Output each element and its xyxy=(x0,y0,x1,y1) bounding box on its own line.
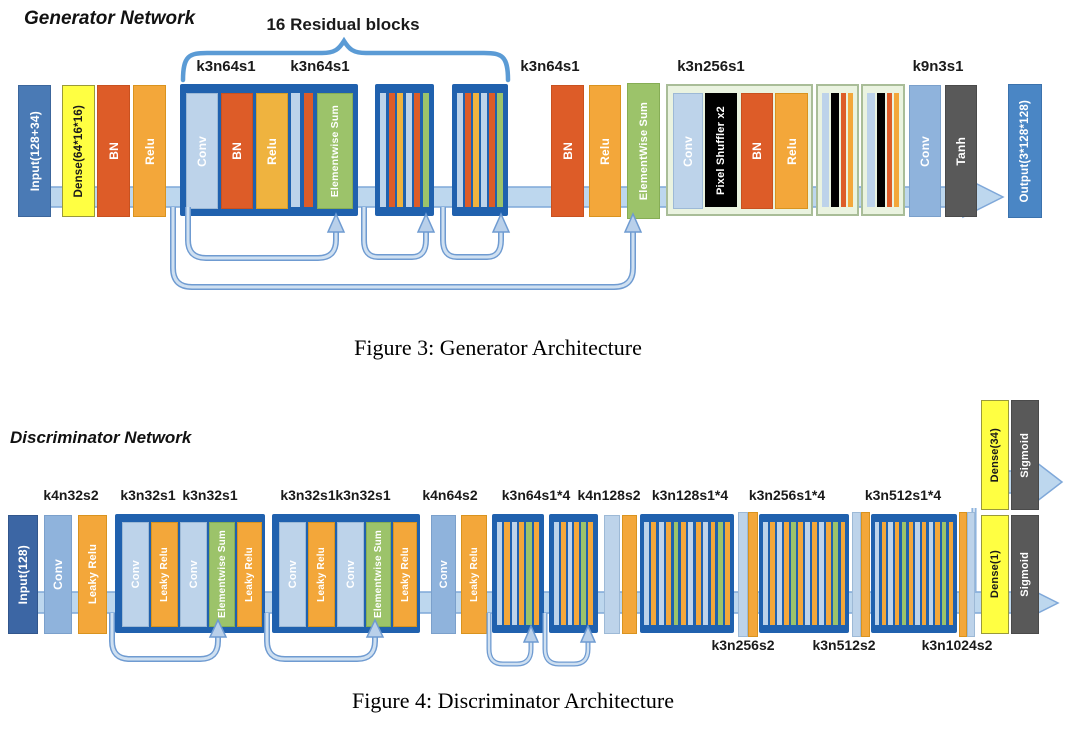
gen-compressed-pixelshuffler-block-1 xyxy=(816,84,859,216)
gen-tanh-block: Tanh xyxy=(945,85,977,217)
disc-sigmoid1-block: Sigmoid xyxy=(1011,515,1039,634)
disc-wide-residual-stack-3 xyxy=(871,514,957,633)
gen-ps-bn-block: BN xyxy=(741,93,773,209)
disc-strided-conv-3 xyxy=(967,512,975,637)
gen-bn-block-2: BN xyxy=(551,85,584,217)
gen-label-k9n3s1: k9n3s1 xyxy=(912,58,964,75)
disc-strided-conv-2 xyxy=(852,512,861,637)
disc-input-block: Input(128) xyxy=(8,515,38,634)
disc-label-k3n32s1-c: k3n32s1 xyxy=(280,487,336,503)
disc-label-k4n32s2: k4n32s2 xyxy=(43,487,99,503)
gen-res-thin-bn-stripe xyxy=(304,93,313,207)
disc-compressed-residual-block-1 xyxy=(492,514,544,633)
disc-residual-container-2: Conv Leaky Relu Conv Elementwise Sum Lea… xyxy=(272,514,420,633)
gen-res-relu-block: Relu xyxy=(256,93,288,209)
disc-residual-container-1: Conv Leaky Relu Conv Elementwise Sum Lea… xyxy=(115,514,265,633)
gen-input-block: Input(128+34) xyxy=(18,85,51,217)
disc-label-k3n1024s2: k3n1024s2 xyxy=(921,637,993,653)
disc-strided-leakyrelu-1 xyxy=(748,512,758,637)
figure4-caption: Figure 4: Discriminator Architecture xyxy=(352,688,674,713)
disc-label-k4n128s2: k4n128s2 xyxy=(577,487,641,503)
gen-res-elementwise-sum-block: Elementwise Sum xyxy=(317,93,353,209)
disc-label-k3n256s1x4: k3n256s1*4 xyxy=(748,487,826,503)
disc-label-k3n64s1x4: k3n64s1*4 xyxy=(501,487,571,503)
gen-compressed-pixelshuffler-block-2 xyxy=(861,84,905,216)
residual-blocks-count-label: 16 Residual blocks xyxy=(266,15,420,34)
disc-conv-block-2: Conv xyxy=(431,515,456,634)
gen-label-k3n64s1-b: k3n64s1 xyxy=(290,58,350,75)
disc-strided-leakyrelu-3 xyxy=(959,512,967,637)
gen-relu-block-2: Relu xyxy=(589,85,621,217)
disc-strided-leakyrelu-2 xyxy=(861,512,870,637)
disc-strided-conv-1 xyxy=(738,512,748,637)
disc-label-k3n32s1-b: k3n32s1 xyxy=(182,487,238,503)
disc-dense1-block: Dense(1) xyxy=(981,515,1009,634)
generator-title: Generator Network xyxy=(24,8,196,29)
disc-label-k3n128s1x4: k3n128s1*4 xyxy=(651,487,729,503)
disc-wide-residual-stack-1 xyxy=(640,514,734,633)
disc-dense34-block: Dense(34) xyxy=(981,400,1009,510)
gen-bn-block-1: BN xyxy=(97,85,130,217)
disc-res2-leakyrelu-1: Leaky Relu xyxy=(308,522,335,627)
disc-res1-elementwise-sum: Elementwise Sum xyxy=(209,522,235,627)
gen-compressed-residual-block-1 xyxy=(375,84,434,216)
gen-res-conv-block: Conv xyxy=(186,93,218,209)
disc-res1-leakyrelu-2: Leaky Relu xyxy=(237,522,262,627)
gen-pixelshuffler-container: Conv Pixel Shuffler x2 BN Relu xyxy=(666,84,813,216)
disc-leakyrelu-block-1: Leaky Relu xyxy=(78,515,107,634)
disc-res1-conv-2: Conv xyxy=(180,522,207,627)
gen-skip-connection-long xyxy=(170,207,643,290)
gen-dense-block: Dense(64*16*16) xyxy=(62,85,95,217)
disc-res1-conv-1: Conv xyxy=(122,522,149,627)
discriminator-title: Discriminator Network xyxy=(10,428,192,447)
gen-res-bn-block: BN xyxy=(221,93,253,209)
gen-label-k3n64s1-c: k3n64s1 xyxy=(520,58,580,75)
disc-res2-elementwise-sum: Elementwise Sum xyxy=(366,522,391,627)
disc-conv-block-3 xyxy=(604,515,620,634)
disc-res2-leakyrelu-2: Leaky Relu xyxy=(393,522,417,627)
gen-relu-block-1: Relu xyxy=(133,85,166,217)
disc-leakyrelu-block-2: Leaky Relu xyxy=(461,515,487,634)
disc-label-k3n32s1-a: k3n32s1 xyxy=(120,487,176,503)
gen-ps-conv-block: Conv xyxy=(673,93,703,209)
disc-conv-block-1: Conv xyxy=(44,515,72,634)
disc-label-k3n512s2: k3n512s2 xyxy=(812,637,876,653)
gen-ps-relu-block: Relu xyxy=(775,93,808,209)
disc-compressed-residual-block-2 xyxy=(549,514,598,633)
gen-label-k3n256s1: k3n256s1 xyxy=(677,58,745,75)
gen-output-conv-block: Conv xyxy=(909,85,941,217)
disc-label-k3n32s1-d: k3n32s1 xyxy=(335,487,391,503)
gen-compressed-residual-block-2 xyxy=(452,84,508,216)
disc-label-k3n512s1x4: k3n512s1*4 xyxy=(864,487,942,503)
figure3-caption: Figure 3: Generator Architecture xyxy=(354,335,642,360)
disc-wide-residual-stack-2 xyxy=(759,514,849,633)
gen-res-thin-conv-stripe xyxy=(291,93,300,207)
gen-pixel-shuffler-block: Pixel Shuffler x2 xyxy=(705,93,737,207)
disc-leakyrelu-block-3 xyxy=(622,515,637,634)
gen-output-block: Output(3*128*128) xyxy=(1008,84,1042,218)
gen-residual-block-container: Conv BN Relu Elementwise Sum xyxy=(180,84,358,216)
disc-res2-conv-2: Conv xyxy=(337,522,364,627)
disc-res1-leakyrelu-1: Leaky Relu xyxy=(151,522,178,627)
disc-label-k3n256s2: k3n256s2 xyxy=(711,637,775,653)
gen-elementwise-sum-block-2: ElementWise Sum xyxy=(627,83,660,219)
gen-label-k3n64s1-a: k3n64s1 xyxy=(196,58,256,75)
disc-label-k4n64s2: k4n64s2 xyxy=(422,487,478,503)
disc-res2-conv-1: Conv xyxy=(279,522,306,627)
disc-sigmoid34-block: Sigmoid xyxy=(1011,400,1039,510)
